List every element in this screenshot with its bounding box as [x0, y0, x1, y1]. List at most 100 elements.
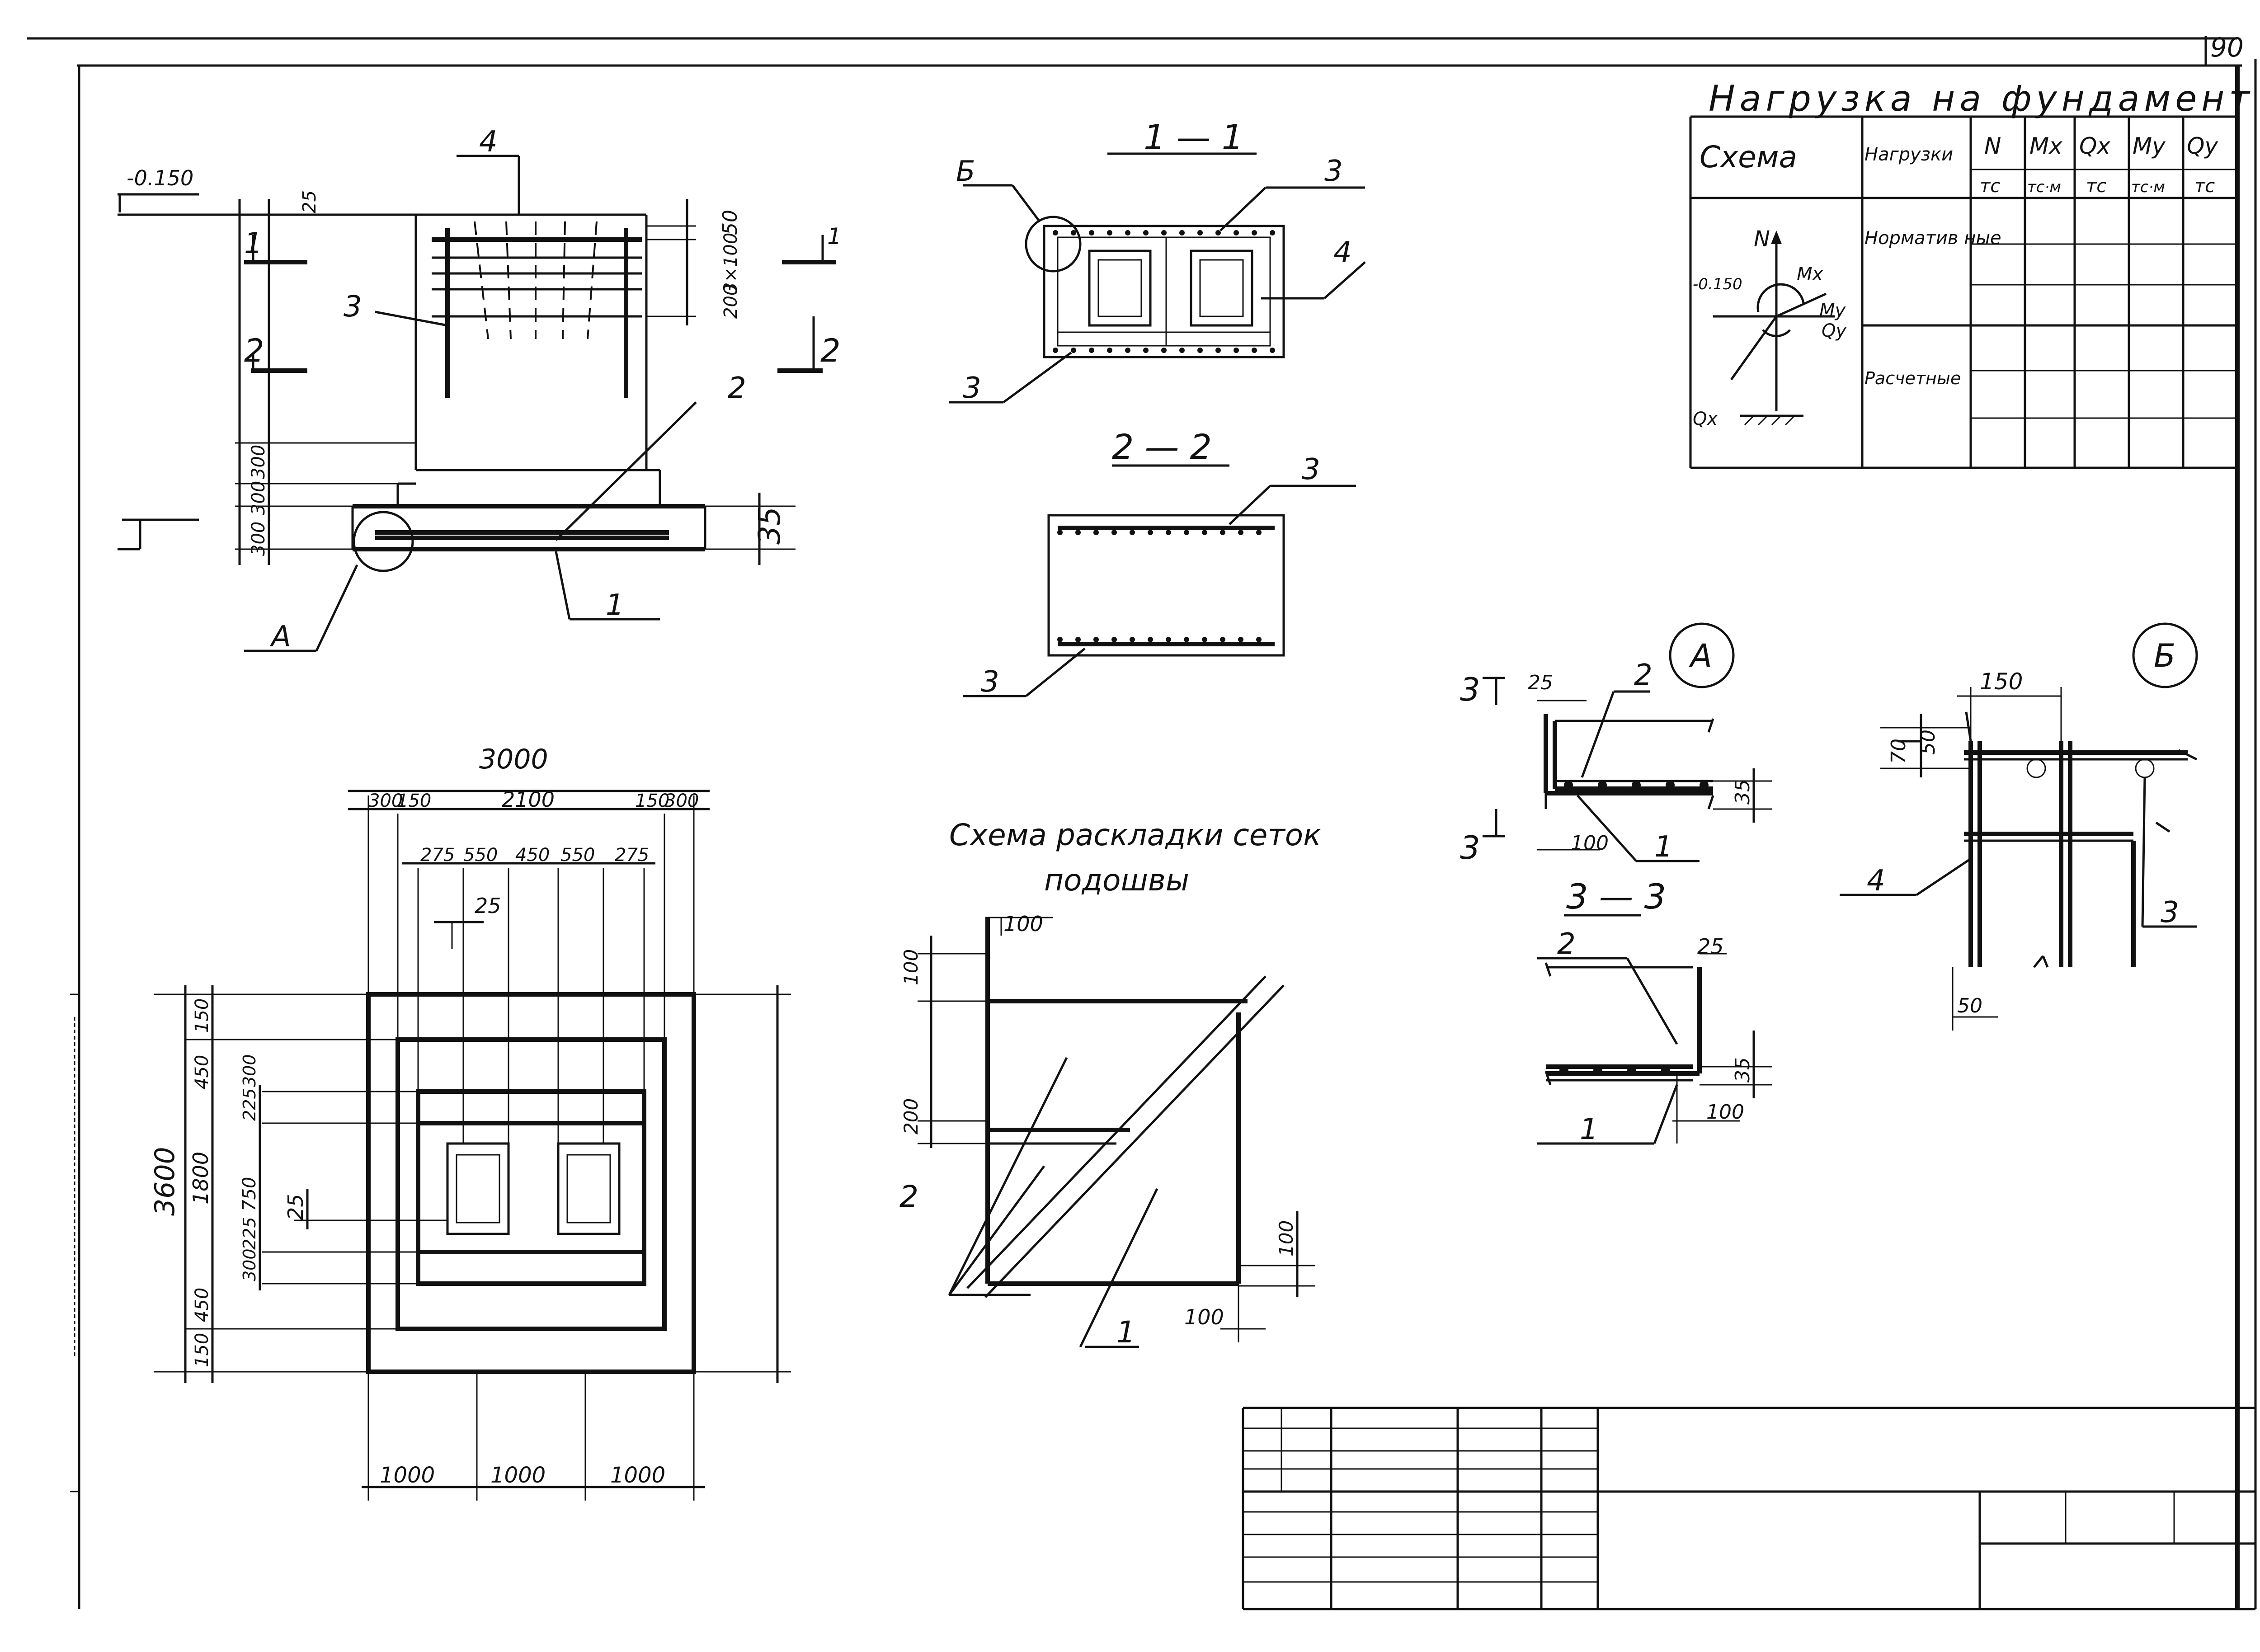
elev-dim-top-50: 50	[719, 210, 742, 235]
rebar-section-mark	[1197, 230, 1203, 235]
elev-dim-left-300a: 300	[248, 445, 269, 479]
rebar-section-mark	[1700, 781, 1709, 790]
rebar-section-mark	[1220, 637, 1225, 642]
scheme-n-label: N	[1754, 226, 1770, 252]
rebar-section-mark	[1179, 230, 1185, 235]
rebar-section-mark	[1071, 230, 1076, 235]
rebar-section-mark	[1111, 637, 1117, 642]
plan-top-150a: 150	[397, 791, 431, 811]
plan-left2-300a: 300	[240, 1054, 259, 1087]
plan-top-300b: 300	[664, 791, 699, 811]
rebar-section-mark	[1238, 530, 1243, 535]
rebar-section-mark	[1234, 348, 1239, 353]
rebar-section-mark	[1598, 781, 1607, 790]
loads-table: Нагрузка на фундамент	[1689, 79, 2250, 469]
section-3-3-callout-2: 2	[1557, 927, 1576, 961]
plan-top2-550b: 550	[560, 845, 595, 866]
plan-left2-300b: 300	[240, 1248, 259, 1281]
rebar-section-mark	[1057, 637, 1063, 642]
detail-b-dim-70: 70	[1887, 739, 1910, 764]
scheme-qx-label: Qx	[1693, 409, 1718, 429]
elev-dim-35: 35	[752, 507, 787, 545]
rebar-section-mark	[1089, 230, 1094, 235]
sheet-number: 90	[2210, 32, 2244, 63]
plan-top-25: 25	[475, 894, 501, 918]
detail-a-dim-100: 100	[1571, 832, 1609, 855]
section-2-2	[963, 464, 1356, 697]
rebar-section-mark	[1143, 230, 1149, 235]
elev-dim-top-3x100: 3×100	[720, 233, 741, 294]
detail-b	[1840, 622, 2198, 1031]
row-design-label: Расчетные	[1864, 368, 1961, 388]
section-3-3-dim-35: 35	[1731, 1057, 1754, 1083]
rebar-section-mark	[1125, 230, 1130, 235]
col-n-header: N	[1984, 133, 2001, 159]
plan-top2-275a: 275	[420, 845, 455, 866]
plan-left2-225b: 225	[240, 1217, 259, 1250]
rebar-section-mark	[1075, 637, 1081, 642]
rebar-section-mark	[2026, 758, 2046, 778]
section-3-3-callout-1: 1	[1580, 1113, 1598, 1146]
rebar-section-mark	[1053, 348, 1058, 353]
plan-top-300a: 300	[368, 791, 403, 811]
section-1-1-title: 1 — 1	[1144, 117, 1243, 157]
rebar-section-mark	[1130, 637, 1135, 642]
elevation-view	[118, 155, 836, 652]
rebar-section-mark	[1215, 348, 1221, 353]
unit-my: тс·м	[2131, 178, 2165, 196]
section-2-2-callout-3-top: 3	[1302, 453, 1320, 486]
scheme-qy-label: Qy	[1822, 320, 1847, 341]
rebar-section-mark	[1197, 348, 1203, 353]
col-qx-header: Qx	[2079, 133, 2110, 159]
section-1-1-callout-3-top: 3	[1324, 155, 1343, 188]
plan-left-total: 3600	[149, 1147, 181, 1216]
elev-callout-1: 1	[606, 588, 624, 622]
rebar-section-mark	[1234, 230, 1239, 235]
left-margin-strip	[70, 993, 79, 1492]
detail-a-dim-35: 35	[1731, 779, 1754, 805]
detail-a-dim-25: 25	[1528, 671, 1553, 694]
rebar-section-mark	[1143, 348, 1149, 353]
rebar-section-mark	[1559, 1066, 1568, 1075]
rebar-section-mark	[1166, 637, 1171, 642]
rebar-section-mark	[1148, 637, 1153, 642]
rebar-section-mark	[1161, 348, 1167, 353]
elev-dim-left-300b: 300	[248, 481, 269, 515]
load-scheme-sketch	[1713, 231, 1835, 426]
row-normative-text: Норматив ные	[1864, 228, 2001, 249]
mesh-dim-bottom-100: 100	[1184, 1305, 1224, 1329]
detail-b-dim-50-top: 50	[1916, 730, 1940, 755]
mesh-scheme-title-1: Схема раскладки сеток	[949, 818, 1321, 852]
plan-bottom-1000a: 1000	[380, 1463, 435, 1488]
plan-bottom-1000b: 1000	[490, 1463, 546, 1488]
plan-left2-750: 750	[239, 1177, 260, 1211]
section-2-2-callout-3-bottom: 3	[981, 665, 999, 699]
scheme-my-label: My	[1819, 300, 1846, 321]
rebar-section-mark	[1627, 1066, 1636, 1075]
section-3-3-bars	[1559, 1066, 1670, 1075]
col-mx-header: Mx	[2029, 133, 2062, 159]
rebar-section-mark	[1256, 637, 1262, 642]
detail-b-dim-50-bottom: 50	[1957, 994, 1982, 1017]
mesh-scheme-title-2: подошвы	[1044, 863, 1189, 898]
section-3-3-title: 3 — 3	[1566, 876, 1666, 917]
rebar-section-mark	[1179, 348, 1185, 353]
elev-cut2-left: 2	[244, 332, 264, 369]
section-2-2-title: 2 — 2	[1112, 427, 1212, 467]
detail-b-dim-150: 150	[1980, 668, 2023, 695]
unit-mx: тс·м	[2027, 178, 2061, 196]
section-1-1	[949, 152, 1366, 404]
elev-cut2-right: 2	[820, 332, 841, 369]
plan-left-150a: 150	[192, 998, 212, 1033]
plan-left-25: 25	[283, 1194, 308, 1220]
section-3-3-dim-25: 25	[1697, 934, 1724, 959]
rebar-section-mark	[1107, 230, 1112, 235]
rebar-section-mark	[1238, 637, 1243, 642]
elev-cut1-left: 1	[244, 227, 263, 260]
rebar-section-mark	[1148, 530, 1153, 535]
plan-top-total: 3000	[479, 744, 548, 775]
mesh-dim-left-200: 200	[900, 1098, 922, 1134]
elev-cut1-right: 1	[827, 223, 842, 249]
rebar-section-mark	[1161, 230, 1167, 235]
